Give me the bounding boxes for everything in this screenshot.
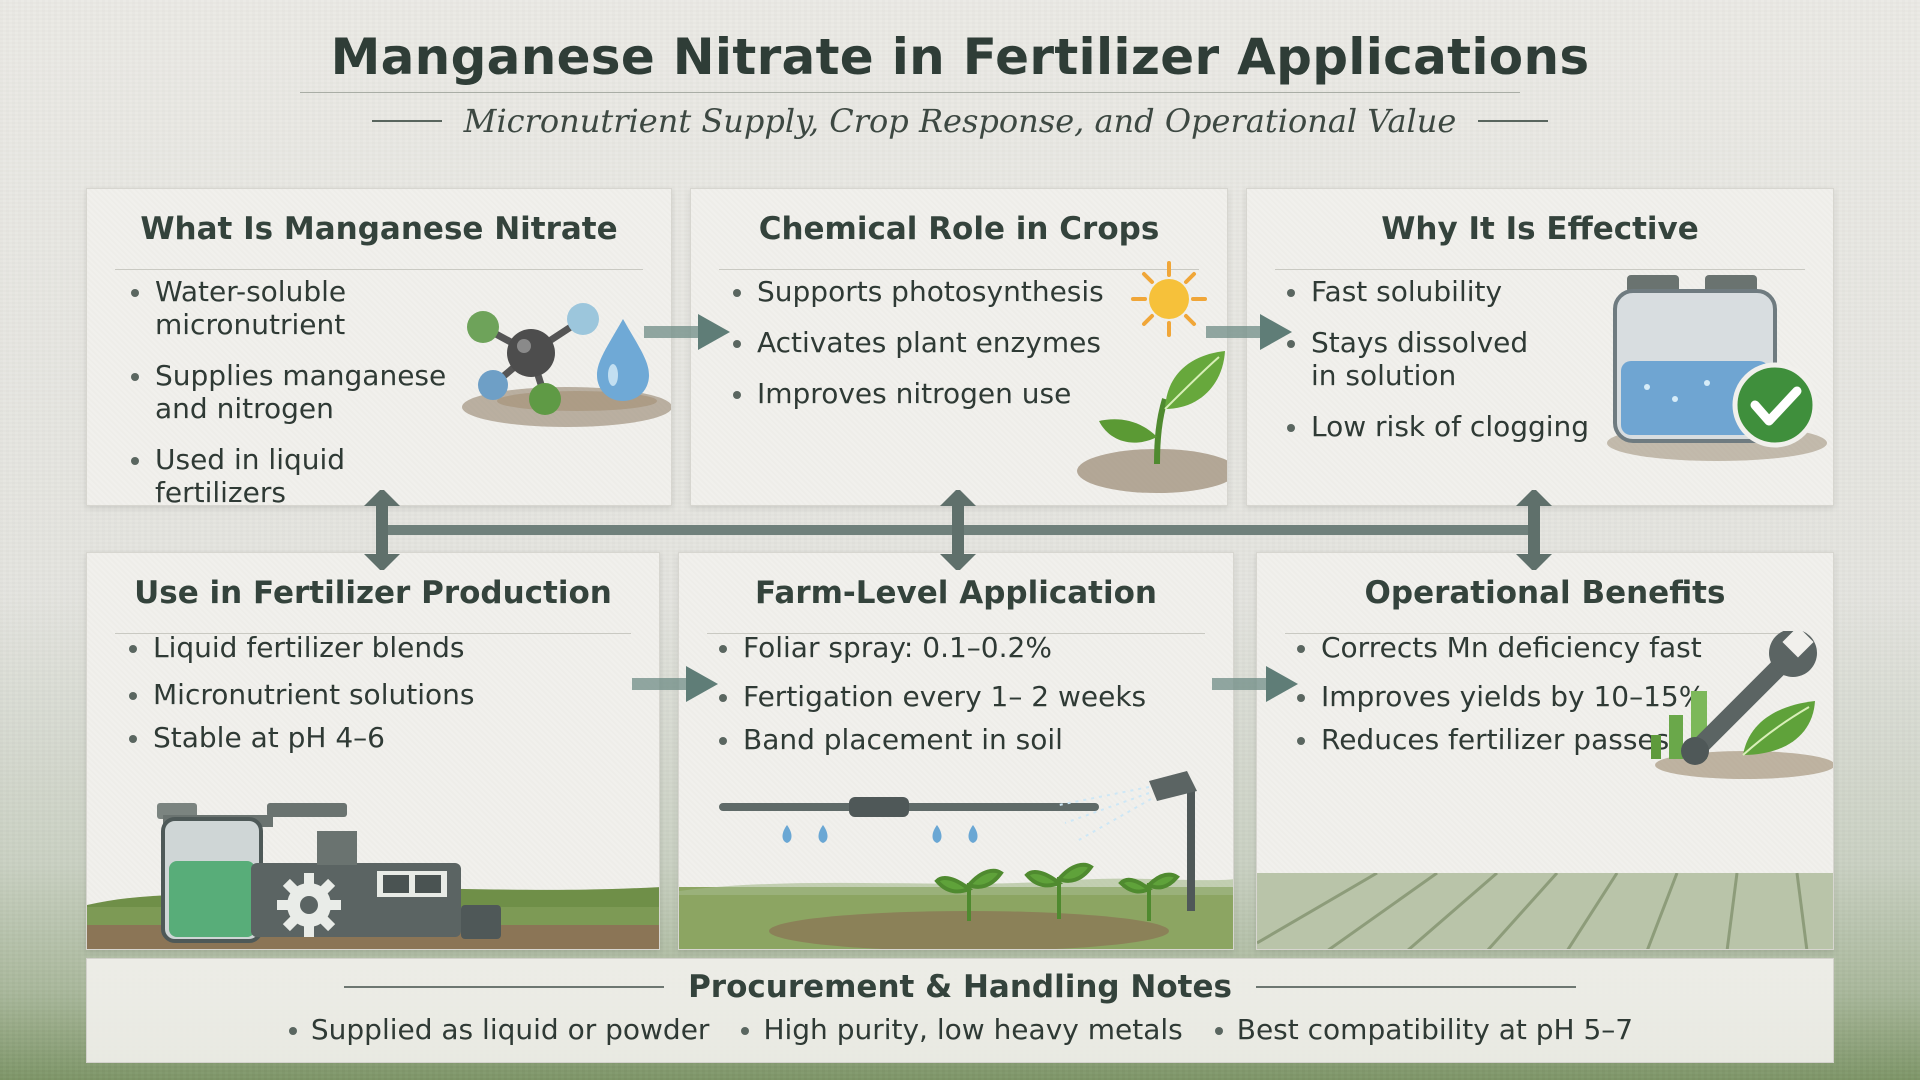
panel-divider [115,633,631,634]
panel-divider [115,269,643,270]
list-item: Reduces fertilizer passes [1293,723,1723,756]
subtitle-row: Micronutrient Supply, Crop Response, and… [0,102,1920,140]
panel-list: Foliar spray: 0.1–0.2% Fertigation every… [715,631,1185,756]
panel-title: Chemical Role in Crops [758,211,1160,247]
list-item: Stable at pH 4–6 [125,721,585,754]
panel-divider [719,269,1199,270]
list-item: Band placement in soil [715,723,1185,756]
panel-why-effective: Why It Is Effective Fast solubility Stay… [1246,188,1834,506]
factory-tank-icon [87,803,659,949]
row-connector [364,490,1552,570]
panel-list: Liquid fertilizer blends Micronutrient s… [125,631,585,754]
panel-chemical-role: Chemical Role in Crops Supports photosyn… [690,188,1228,506]
panel-title: Farm-Level Application [755,575,1157,611]
panel-divider [707,633,1205,634]
procurement-notes: Procurement & Handling Notes Supplied as… [86,958,1834,1063]
leaf-sprout-icon [1099,351,1225,465]
subtitle-dash-right [1478,120,1549,122]
notes-rule-left [344,986,665,988]
water-drop-icon [597,319,649,401]
notes-title: Procurement & Handling Notes [688,969,1232,1005]
gear-icon [277,873,341,937]
panel-operational-benefits: Operational Benefits Corrects Mn deficie… [1256,552,1834,950]
panel-title: Operational Benefits [1364,575,1726,611]
list-item: Liquid fertilizer blends [125,631,585,664]
panel-title: Why It Is Effective [1381,211,1699,247]
panel-list: Supports photosynthesis Activates plant … [729,275,1109,410]
page-title: Manganese Nitrate in Fertilizer Applicat… [330,28,1590,86]
title-divider [300,92,1520,93]
panel-divider [1285,633,1805,634]
list-item: Low risk of clogging [1283,410,1613,443]
list-item: Foliar spray: 0.1–0.2% [715,631,1185,664]
notes-item: Supplied as liquid or powder [287,1013,709,1046]
list-item: Activates plant enzymes [729,326,1109,359]
notes-item: High purity, low heavy metals [739,1013,1183,1046]
list-item: Used in liquid fertilizers [127,443,467,505]
sun-icon [1077,261,1227,493]
list-item: Improves nitrogen use [729,377,1109,410]
list-item: Fertigation every 1– 2 weeks [715,680,1185,713]
notes-rule-right [1255,986,1576,988]
list-item: Supports photosynthesis [729,275,1109,308]
panel-production: Use in Fertilizer Production Liquid fert… [86,552,660,950]
flow-arrow-right [1212,666,1298,702]
flow-arrow-right [632,666,718,702]
panel-title: Use in Fertilizer Production [134,575,612,611]
notes-header: Procurement & Handling Notes [87,969,1833,1005]
wrench-leaf-icon [1651,631,1833,779]
flow-arrow-right [644,314,730,350]
list-item: Corrects Mn deficiency fast [1293,631,1723,664]
flow-arrow-right [1206,314,1292,350]
molecule-icon [462,303,671,427]
subtitle-dash-left [371,120,442,122]
panel-title: What Is Manganese Nitrate [140,211,618,247]
field-rows-decoration [1257,873,1833,949]
list-item: Micronutrient solutions [125,678,585,711]
header: Manganese Nitrate in Fertilizer Applicat… [0,18,1920,86]
list-item: Improves yields by 10–15% [1293,680,1723,713]
notes-list: Supplied as liquid or powder High purity… [87,1013,1833,1046]
page-subtitle: Micronutrient Supply, Crop Response, and… [463,102,1457,140]
panel-farm-application: Farm-Level Application Foliar spray: 0.1… [678,552,1234,950]
irrigation-sprinkler-icon [679,771,1233,949]
panel-divider [1275,269,1805,270]
panel-list: Corrects Mn deficiency fast Improves yie… [1293,631,1723,756]
list-item: Fast solubility [1283,275,1613,308]
tank-check-icon [1607,275,1827,461]
notes-item: Best compatibility at pH 5–7 [1213,1013,1633,1046]
